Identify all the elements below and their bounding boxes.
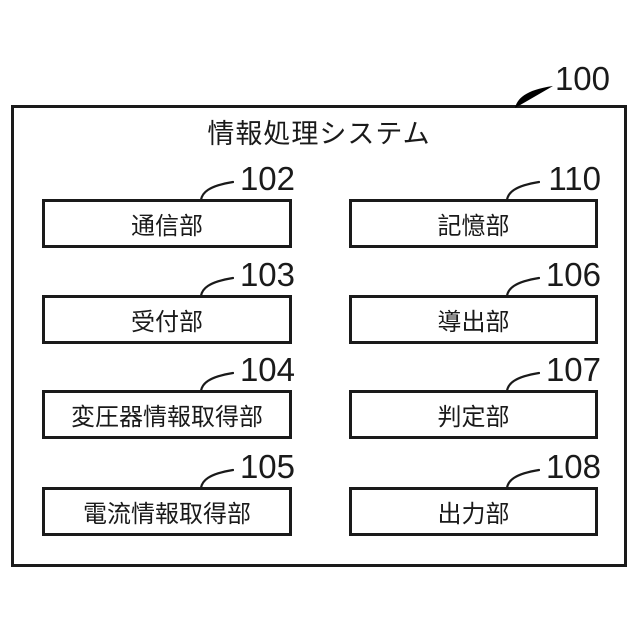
system-title: 情報処理システム <box>207 119 431 149</box>
unit-label-105: 電流情報取得部 <box>83 501 251 528</box>
leader-line-102 <box>200 180 234 201</box>
unit-box-105: 電流情報取得部 <box>42 487 292 536</box>
leader-line-100 <box>515 86 553 108</box>
unit-box-102: 通信部 <box>42 199 292 248</box>
unit-label-106: 導出部 <box>437 309 510 336</box>
unit-reception: 103 受付部 <box>42 256 295 344</box>
unit-storage: 110 記憶部 <box>349 160 601 248</box>
leader-line-104 <box>200 371 234 392</box>
unit-output: 108 出力部 <box>349 448 601 536</box>
unit-derivation: 106 導出部 <box>349 256 601 344</box>
system-ref-label: 100 <box>554 60 610 97</box>
unit-current-info-acquisition: 105 電流情報取得部 <box>42 448 295 536</box>
leader-line-105 <box>200 468 234 489</box>
unit-box-108: 出力部 <box>349 487 598 536</box>
leader-line-103 <box>200 276 234 297</box>
unit-box-106: 導出部 <box>349 295 598 344</box>
unit-box-104: 変圧器情報取得部 <box>42 390 292 439</box>
unit-ref-label-105: 105 <box>239 448 295 485</box>
unit-label-107: 判定部 <box>437 404 510 431</box>
unit-transformer-info-acquisition: 104 変圧器情報取得部 <box>42 351 295 439</box>
unit-label-103: 受付部 <box>131 309 203 336</box>
leader-line-108 <box>506 468 540 489</box>
unit-ref-label-107: 107 <box>545 351 601 388</box>
unit-box-103: 受付部 <box>42 295 292 344</box>
unit-ref-label-106: 106 <box>545 256 601 293</box>
unit-label-102: 通信部 <box>131 213 203 240</box>
leader-line-106 <box>506 276 540 297</box>
unit-label-108: 出力部 <box>437 501 510 528</box>
unit-box-110: 記憶部 <box>349 199 598 248</box>
unit-ref-label-104: 104 <box>239 351 295 388</box>
unit-label-110: 記憶部 <box>437 213 510 240</box>
unit-box-107: 判定部 <box>349 390 598 439</box>
unit-communication: 102 通信部 <box>42 160 295 248</box>
unit-ref-label-108: 108 <box>545 448 601 485</box>
unit-label-104: 変圧器情報取得部 <box>71 404 263 431</box>
leader-line-110 <box>506 180 540 201</box>
unit-ref-label-103: 103 <box>239 256 295 293</box>
unit-ref-label-110: 110 <box>548 160 601 197</box>
unit-ref-label-102: 102 <box>239 160 295 197</box>
unit-determination: 107 判定部 <box>349 351 601 439</box>
leader-line-107 <box>506 371 540 392</box>
